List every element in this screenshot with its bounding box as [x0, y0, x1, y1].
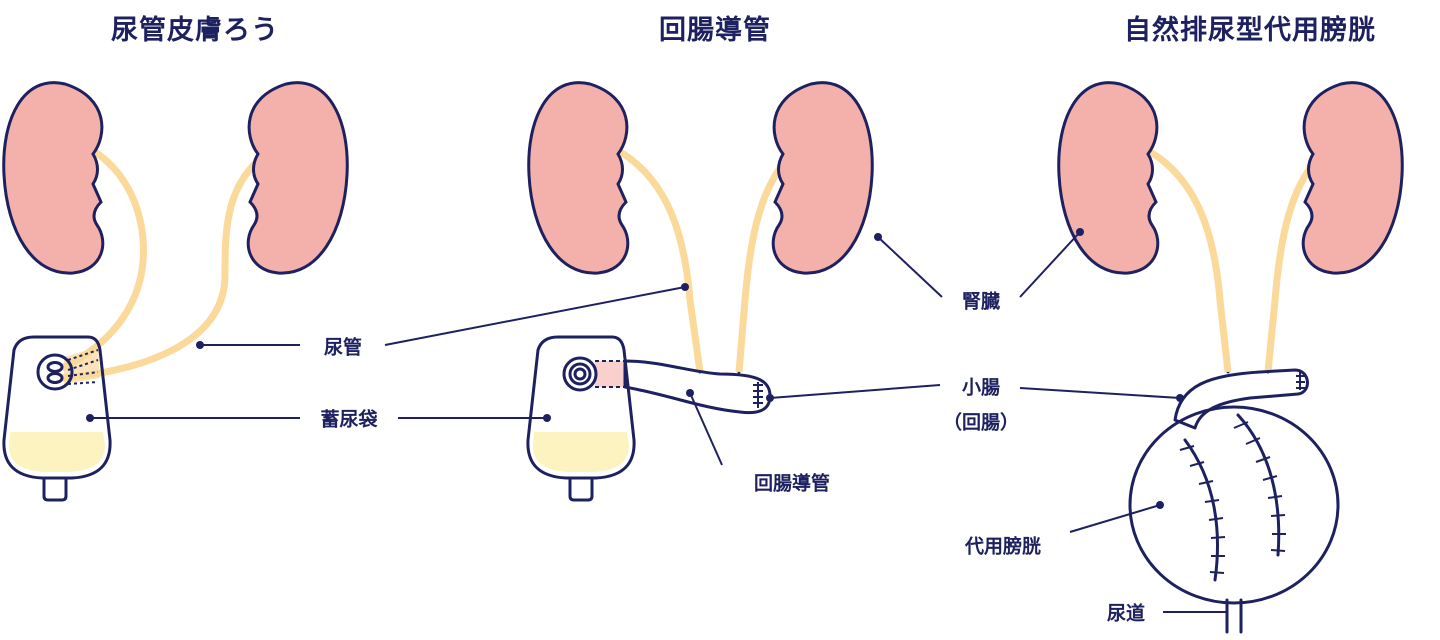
label-urine-bag: 蓄尿袋	[320, 408, 378, 431]
label-kidney: 腎臓	[961, 290, 1001, 313]
panel1-ureters	[60, 147, 274, 382]
label-neobladder: 代用膀胱	[964, 535, 1042, 558]
panel1-urine-bag	[2, 335, 112, 502]
title-orthotopic-neobladder: 自然排尿型代用膀胱	[1124, 15, 1376, 46]
title-ileal-conduit: 回腸導管	[659, 15, 771, 46]
panel3-ureters	[1145, 146, 1330, 374]
label-ureter: 尿管	[323, 336, 363, 359]
panel3-neobladder	[1128, 368, 1340, 634]
leader-lines	[86, 228, 1227, 613]
panel2-kidneys	[527, 81, 874, 275]
panel2-ureters	[615, 146, 800, 374]
label-ileum: （回腸）	[942, 411, 1020, 434]
panel2-urine-bag	[526, 335, 636, 502]
panel1-kidneys	[2, 81, 349, 275]
label-small-intestine: 小腸	[961, 376, 1001, 399]
title-cutaneous-ureterostomy: 尿管皮膚ろう	[111, 15, 279, 46]
label-urethra: 尿道	[1106, 602, 1146, 625]
label-ileal-conduit: 回腸導管	[753, 472, 831, 495]
panel3-kidneys	[1057, 81, 1404, 275]
